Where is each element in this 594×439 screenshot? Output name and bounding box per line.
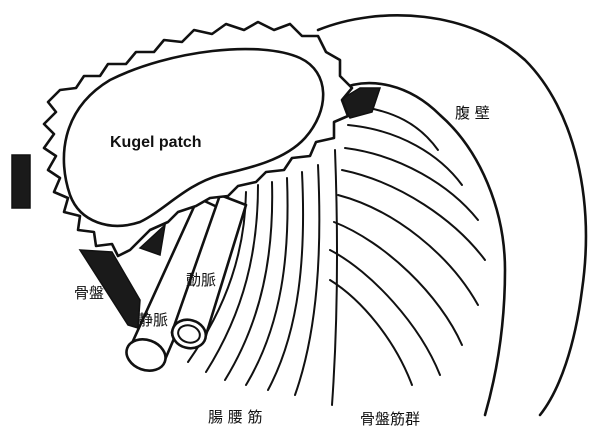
pelvic-muscles-label: 骨盤筋群 bbox=[360, 410, 420, 428]
abdominal-wall-outer-curve bbox=[318, 15, 586, 415]
pelvis-label: 骨盤 bbox=[74, 284, 104, 302]
kugel-patch-label: Kugel patch bbox=[110, 134, 202, 151]
pelvic-muscle-fibers bbox=[330, 105, 485, 385]
iliopsoas-label: 腸 腰 筋 bbox=[208, 408, 263, 426]
vein-label: 静脈 bbox=[138, 311, 168, 329]
abdominal-wall-label: 腹 壁 bbox=[455, 104, 490, 122]
left-edge-dark-block bbox=[12, 155, 30, 208]
artery-label: 動脈 bbox=[186, 271, 216, 289]
